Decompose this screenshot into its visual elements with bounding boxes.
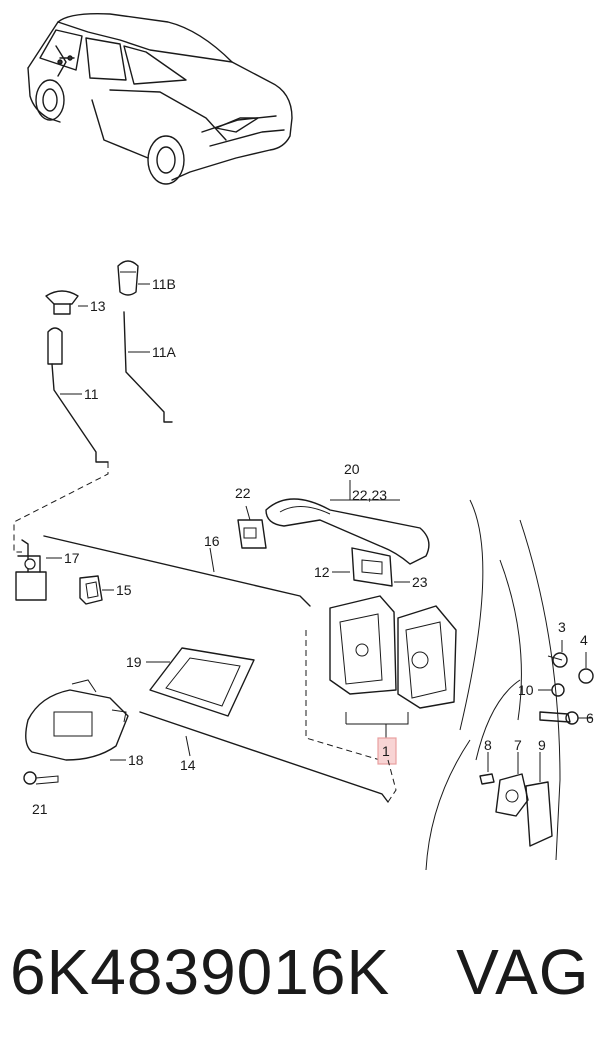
- callout-23: 23: [412, 574, 428, 590]
- inner-handle-part: [25, 679, 129, 761]
- callout-4: 4: [580, 632, 588, 648]
- door-handle-part: [265, 480, 430, 565]
- callout-8: 8: [484, 737, 492, 753]
- callout-19: 19: [126, 654, 142, 670]
- brand-label: VAG: [456, 936, 590, 1008]
- assembly-guide-line: [13, 462, 109, 553]
- gasket-part: [237, 505, 267, 549]
- car-outline-illustration: [27, 12, 293, 185]
- lock-knob-part: [117, 260, 150, 296]
- handle-bracket-part: [332, 547, 410, 587]
- inner-rod-part: [123, 311, 173, 423]
- striker-parts: [479, 752, 553, 847]
- clip-part: [79, 575, 114, 605]
- lining-plate-part: [146, 647, 255, 717]
- callout-11a: 11A: [152, 344, 177, 360]
- rod-part: [139, 711, 397, 803]
- screw-part: [23, 771, 59, 785]
- callout-6: 6: [586, 710, 594, 726]
- callout-11: 11: [84, 386, 99, 402]
- callout-20: 20: [344, 461, 360, 477]
- callout-16: 16: [204, 533, 220, 549]
- callout-11b: 11B: [152, 276, 176, 292]
- highlight-box: [377, 737, 397, 765]
- callout-12: 12: [314, 564, 330, 580]
- callout-1: 1: [382, 743, 390, 759]
- door-frame-outline: [425, 499, 561, 871]
- callout-18: 18: [128, 752, 144, 768]
- bolt-parts: [538, 640, 594, 725]
- callout-22-23: 22,23: [352, 487, 387, 503]
- callout-10: 10: [518, 682, 534, 698]
- callout-7: 7: [514, 737, 522, 753]
- callout-22: 22: [235, 485, 251, 501]
- lock-cylinder-part: [15, 539, 62, 601]
- part-number: 6K4839016K: [10, 936, 391, 1008]
- callout-21: 21: [32, 801, 48, 817]
- callout-3: 3: [558, 619, 566, 635]
- lock-rod-part: [47, 327, 109, 463]
- long-rod-part: [43, 535, 311, 607]
- callout-9: 9: [538, 737, 546, 753]
- callout-17: 17: [64, 550, 80, 566]
- grommet-part: [45, 290, 88, 315]
- callout-14: 14: [180, 757, 196, 773]
- door-lock-mechanism-part: [305, 595, 457, 761]
- callout-15: 15: [116, 582, 132, 598]
- footer-row: 6K4839016K VAG: [10, 932, 590, 1012]
- callout-13: 13: [90, 298, 106, 314]
